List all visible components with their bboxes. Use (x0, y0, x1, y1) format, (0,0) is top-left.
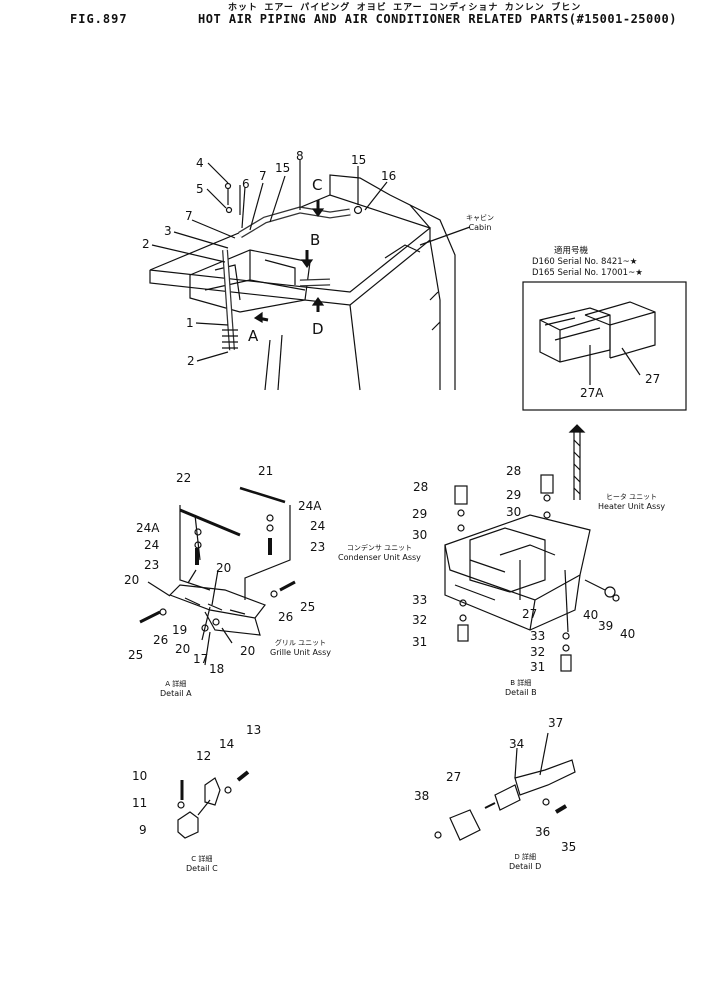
part-label: 20 (240, 644, 256, 658)
detail-b-drawing (444, 474, 620, 672)
part-label: 31 (530, 660, 546, 674)
part-label: 22 (176, 471, 192, 485)
part-label: 24 (310, 519, 326, 533)
part-label: 25 (300, 600, 316, 614)
part-label: 15 (351, 153, 367, 167)
part-label: 12 (196, 749, 212, 763)
part-label: 18 (209, 662, 225, 676)
part-label: 10 (132, 769, 148, 783)
part-label: 14 (219, 737, 235, 751)
part-label: 29 (412, 507, 428, 521)
part-label: 29 (506, 488, 522, 502)
part-label: 20 (124, 573, 140, 587)
part-label: 7 (185, 209, 193, 223)
part-label: 27 (522, 607, 538, 621)
part-label: 21 (258, 464, 274, 478)
part-label: 25 (128, 648, 144, 662)
part-label: 15 (275, 161, 291, 175)
inset-arrow (568, 424, 586, 500)
view-letter-a: A (248, 327, 259, 345)
part-label: 30 (506, 505, 522, 519)
part-label: 31 (412, 635, 428, 649)
part-label: 16 (381, 169, 397, 183)
part-label: 8 (296, 149, 304, 163)
part-label: 40 (620, 627, 636, 641)
part-label: 37 (548, 716, 564, 730)
figure-title: HOT AIR PIPING AND AIR CONDITIONER RELAT… (198, 12, 677, 26)
part-label: 26 (278, 610, 294, 624)
detail-c-drawing (177, 770, 250, 839)
part-label: 1 (186, 316, 194, 330)
part-label: 33 (412, 593, 428, 607)
part-label: 23 (310, 540, 326, 554)
part-label: 28 (506, 464, 522, 478)
view-letter-b: B (310, 231, 321, 249)
part-label: 35 (561, 840, 577, 854)
part-label: 5 (196, 182, 204, 196)
main-assembly (149, 160, 471, 391)
part-label: 23 (144, 558, 160, 572)
part-label: 20 (216, 561, 232, 575)
part-label: 7 (259, 169, 267, 183)
part-label: 3 (164, 224, 172, 238)
part-label: 26 (153, 633, 169, 647)
part-label: 32 (412, 613, 428, 627)
part-label: 9 (139, 823, 147, 837)
part-label: 36 (535, 825, 551, 839)
serial-inset (522, 281, 687, 411)
part-label: 24A (298, 499, 322, 513)
part-label: 27 (645, 372, 661, 386)
part-label: 33 (530, 629, 546, 643)
part-label: 4 (196, 156, 204, 170)
part-label: 28 (413, 480, 429, 494)
view-letter-c: C (312, 176, 323, 194)
detail-a-drawing (139, 486, 296, 666)
part-label: 27 (446, 770, 462, 784)
part-label: 6 (242, 177, 250, 191)
title-katakana: ホット エアー パイピング オヨビ エアー コンディショナ カンレン ブヒン (228, 3, 582, 13)
serial-callout: 適用号機 D160 Serial No. 8421~★ D165 Serial … (532, 246, 643, 279)
part-label: 38 (414, 789, 430, 803)
part-label: 27A (580, 386, 604, 400)
part-label: 20 (175, 642, 191, 656)
part-label: 32 (530, 645, 546, 659)
detail-d-drawing (434, 732, 576, 841)
part-label: 24 (144, 538, 160, 552)
figure-number: FIG.897 (70, 12, 128, 26)
part-label: 40 (583, 608, 599, 622)
part-label: 2 (142, 237, 150, 251)
part-label: 24A (136, 521, 160, 535)
part-label: 30 (412, 528, 428, 542)
part-label: 2 (187, 354, 195, 368)
part-label: 13 (246, 723, 262, 737)
part-label: 11 (132, 796, 148, 810)
part-label: 39 (598, 619, 614, 633)
part-label: 34 (509, 737, 525, 751)
view-letter-d: D (312, 320, 324, 338)
part-label: 19 (172, 623, 188, 637)
part-label: 17 (193, 652, 209, 666)
